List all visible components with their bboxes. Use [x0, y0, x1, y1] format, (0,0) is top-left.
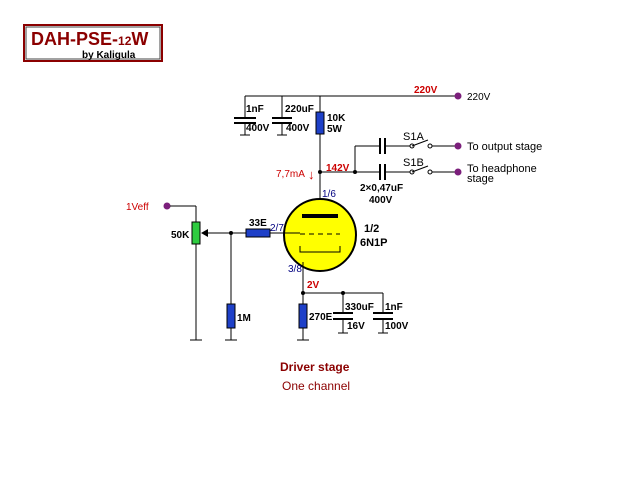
- headphone-label-1: To headphone: [467, 163, 537, 175]
- cathode-wires: [297, 262, 388, 341]
- resistor-270E: [298, 303, 308, 329]
- byline: by Kaligula: [82, 50, 136, 61]
- s1a-label: S1A: [403, 131, 424, 143]
- c220uf-value: 220uF: [285, 104, 314, 115]
- coupling-junction: [353, 170, 357, 174]
- c330uf-rating: 16V: [347, 321, 365, 332]
- resistor-1M: [226, 303, 236, 329]
- current-arrow: ↓: [308, 167, 315, 182]
- plate-wire: [319, 134, 380, 200]
- grid-leak-label: 1M: [237, 313, 251, 324]
- input-terminal: [163, 202, 171, 210]
- c330uf-value: 330uF: [345, 302, 374, 313]
- switch-s1a: [409, 139, 458, 149]
- c1nf-bot-rating: 100V: [385, 321, 409, 332]
- coupling-rating: 400V: [369, 195, 393, 206]
- input-label: 1Veff: [126, 202, 149, 213]
- supply-terminal: [454, 92, 462, 100]
- output-terminal: [454, 142, 462, 150]
- r10k-value: 10K: [327, 113, 346, 124]
- tube-type: 6N1P: [360, 237, 388, 249]
- title-end: W: [131, 29, 148, 49]
- capacitor-330uF: [333, 312, 353, 320]
- c1nf-bot-value: 1nF: [385, 302, 403, 313]
- tube-half: 1/2: [364, 223, 379, 235]
- supply-red-label: 220V: [414, 85, 438, 96]
- r10k-rating: 5W: [327, 124, 343, 135]
- input-wires: [170, 205, 300, 341]
- capacitor-1nF-top: [234, 117, 256, 136]
- plate-red-label: 142V: [326, 163, 350, 174]
- cathode-junction: [301, 291, 305, 295]
- coupling-value: 2×0,47uF: [360, 183, 403, 194]
- supply-label: 220V: [467, 92, 491, 103]
- capacitor-220uF: [272, 117, 292, 136]
- grid-junction: [229, 231, 233, 235]
- title-main: DAH-PSE-: [31, 29, 118, 49]
- headphone-label-2: stage: [467, 173, 494, 185]
- s1b-label: S1B: [403, 157, 424, 169]
- pot-label: 50K: [171, 230, 190, 241]
- pin-plate: 1/6: [322, 189, 336, 200]
- c220uf-rating: 400V: [286, 123, 310, 134]
- potentiometer-50K: [191, 221, 201, 245]
- footer-subtitle: One channel: [282, 379, 350, 393]
- pot-wiper: [201, 229, 208, 237]
- c1nf-top-value: 1nF: [246, 104, 264, 115]
- capacitor-1nF-bottom: [373, 312, 393, 320]
- tube-6N1P: [283, 198, 357, 272]
- pin-cathode: 3/8: [288, 264, 302, 275]
- cathode-junction-2: [341, 291, 345, 295]
- svg-text:DAH-PSE-12W: DAH-PSE-12W: [31, 29, 148, 49]
- r-cathode-label: 270E: [309, 312, 333, 323]
- plate-junction: [318, 170, 322, 174]
- current-label: 7,7mA: [276, 169, 305, 180]
- resistor-33E: [245, 228, 271, 238]
- grid-r-label: 33E: [249, 218, 267, 229]
- footer-title: Driver stage: [280, 360, 350, 374]
- coupling-capacitors: [379, 138, 410, 180]
- pin-grid: 2/7: [270, 223, 284, 234]
- title-box: DAH-PSE-12W by Kaligula: [23, 24, 163, 62]
- c1nf-top-rating: 400V: [246, 123, 270, 134]
- switch-s1b: [409, 165, 458, 175]
- output-stage-label: To output stage: [467, 141, 542, 153]
- cathode-red-label: 2V: [307, 280, 320, 291]
- supply-rail: [244, 95, 458, 118]
- resistor-10K: [315, 111, 325, 135]
- title-small: 12: [118, 34, 132, 48]
- headphone-terminal: [454, 168, 462, 176]
